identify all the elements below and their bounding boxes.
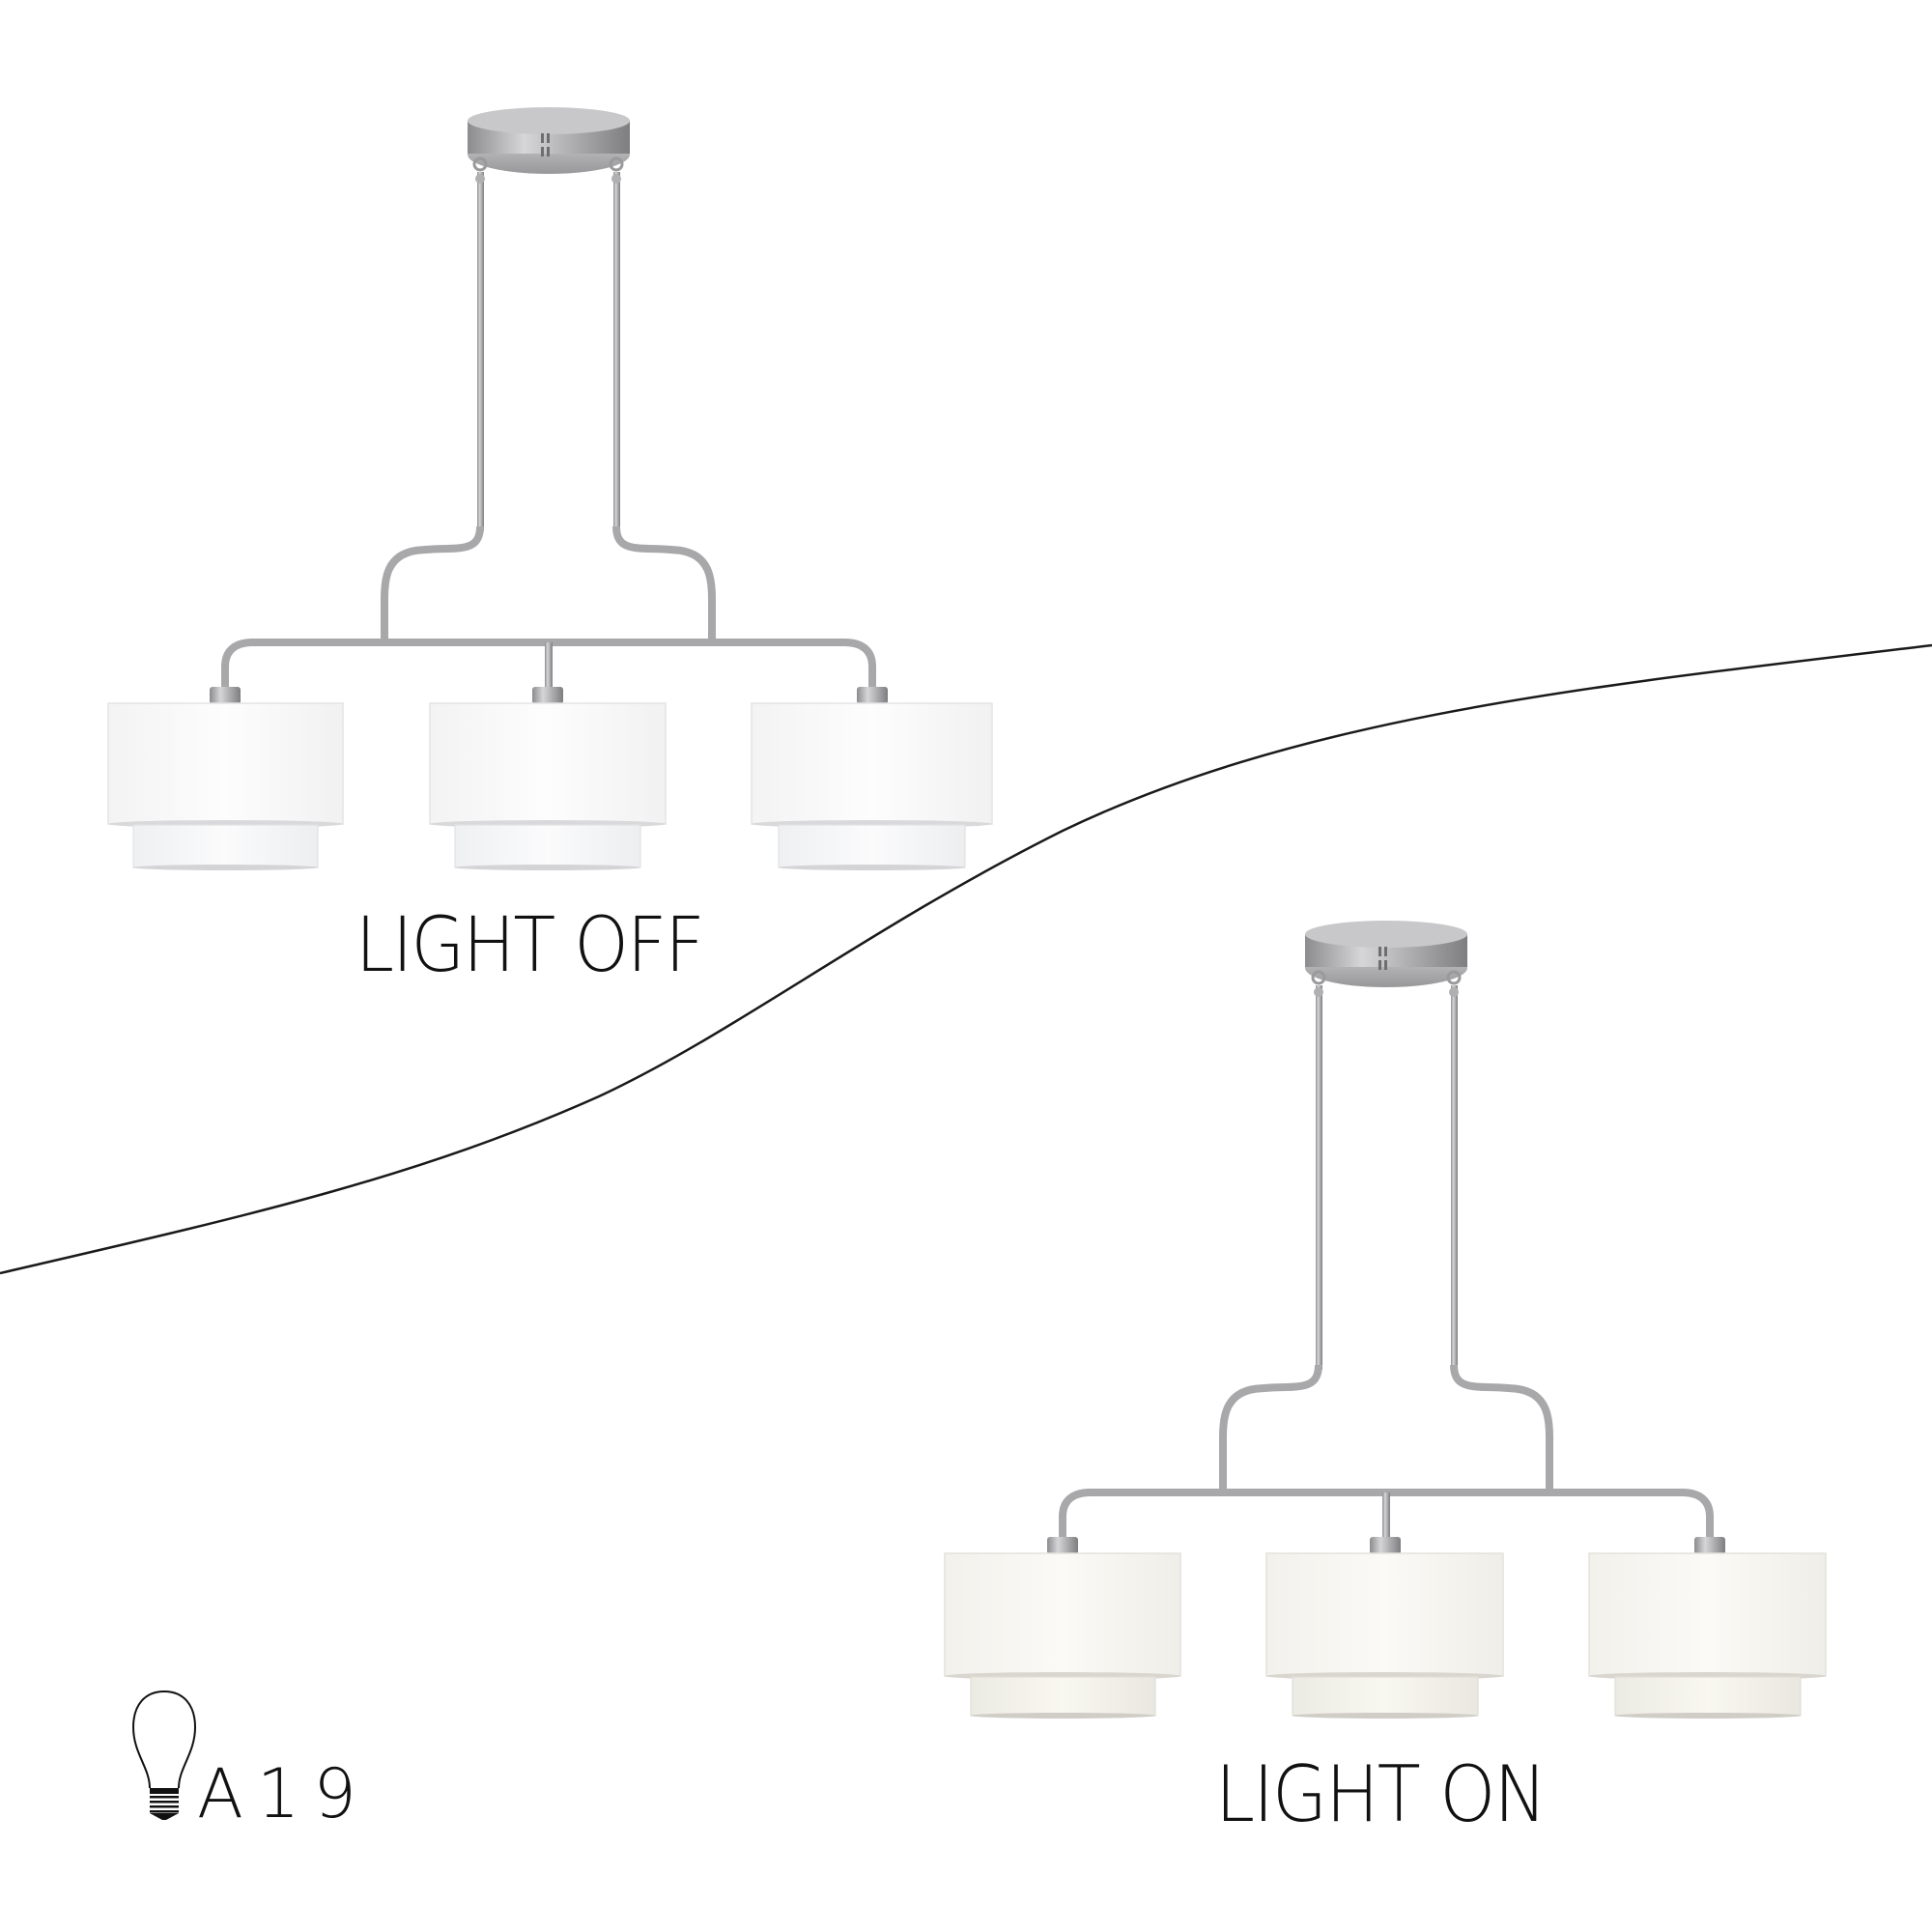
light-bulb-icon xyxy=(131,1690,197,1820)
shade-2 xyxy=(429,687,667,870)
light-on-label: LIGHT ON xyxy=(1215,1749,1548,1839)
shade-3-lit xyxy=(1588,1537,1827,1719)
bulb-type-label: A19 xyxy=(197,1754,370,1833)
shade-1 xyxy=(107,687,344,870)
fixture-light-off xyxy=(107,107,993,870)
divider-curve xyxy=(0,643,1932,1275)
shade-3 xyxy=(751,687,993,870)
light-off-label: LIGHT OFF xyxy=(355,902,705,989)
fixture-light-on xyxy=(944,921,1827,1719)
shade-2-lit xyxy=(1265,1537,1504,1719)
shade-1-lit xyxy=(944,1537,1181,1719)
